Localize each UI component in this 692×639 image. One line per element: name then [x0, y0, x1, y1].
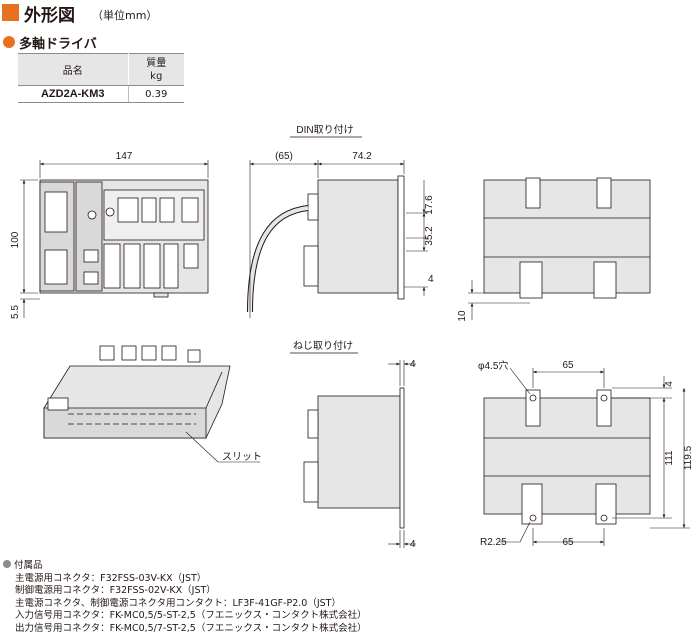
accessories-list: 主電源用コネクタ：F32FSS-03V-KX（JST） 制御電源用コネクタ：F3… — [3, 573, 367, 636]
table-row: AZD2A-KM3 0.39 — [18, 85, 184, 103]
accessories-section: 付属品 主電源用コネクタ：F32FSS-03V-KX（JST） 制御電源用コネク… — [3, 560, 367, 635]
list-item: 主電源コネクタ、制御電源コネクタ用コンタクト：LF3F-41GF-P2.0（JS… — [15, 597, 341, 609]
dim-4-a: 4 — [428, 274, 434, 285]
side-view-screw — [303, 387, 405, 529]
isometric-view — [43, 345, 231, 439]
dim-17-6: 17.6 — [424, 195, 435, 215]
din-mount-label: DIN取り付け — [296, 123, 353, 136]
side-view-din — [247, 175, 405, 313]
dim-10: 10 — [457, 310, 468, 322]
dim-65-bottom: 65 — [562, 537, 574, 548]
dim-5-5: 5.5 — [10, 305, 21, 319]
title-square-icon — [2, 4, 19, 21]
dim-hole: φ4.5穴 — [478, 359, 508, 372]
list-item: 主電源用コネクタ：F32FSS-03V-KX（JST） — [15, 572, 207, 584]
dim-4-b: 4 — [410, 359, 416, 370]
list-item: 制御電源用コネクタ：F32FSS-02V-KX（JST） — [15, 585, 216, 596]
dim-111: 111 — [664, 450, 675, 466]
list-item: 出力信号用コネクタ：FK-MC0,5/7-ST-2,5（フエニックス・コンタクト… — [15, 622, 367, 634]
dim-65-paren: (65) — [275, 151, 293, 162]
dim-147: 147 — [116, 151, 133, 162]
bullet-icon — [3, 560, 11, 568]
mass-cell: 0.39 — [128, 85, 184, 103]
accessories-heading: 付属品 — [3, 560, 367, 573]
col-name-header: 品名 — [18, 53, 129, 86]
dim-100: 100 — [10, 231, 21, 248]
unit-note: （単位mm） — [92, 9, 158, 22]
section-subtitle: 多軸ドライバ — [19, 37, 97, 52]
model-cell: AZD2A-KM3 — [18, 85, 129, 103]
dim-65-top: 65 — [562, 360, 574, 371]
screw-mount-label: ねじ取り付け — [293, 339, 353, 352]
subtitle-bullet-icon — [3, 36, 15, 48]
dim-119-5: 119.5 — [683, 445, 692, 470]
dim-4-d: 4 — [664, 381, 675, 387]
slit-label: スリット — [222, 452, 262, 463]
page-title: 外形図 — [24, 6, 75, 26]
dim-35-2: 35.2 — [424, 226, 435, 246]
dim-74-2: 74.2 — [352, 151, 372, 162]
dim-4-c: 4 — [410, 539, 416, 550]
dim-r2-25: R2.25 — [480, 537, 507, 548]
list-item: 入力信号用コネクタ：FK-MC0,5/5-ST-2,5（フエニックス・コンタクト… — [15, 610, 367, 621]
back-view-din — [483, 177, 651, 299]
back-view-screw — [483, 389, 651, 525]
front-view — [39, 179, 209, 298]
